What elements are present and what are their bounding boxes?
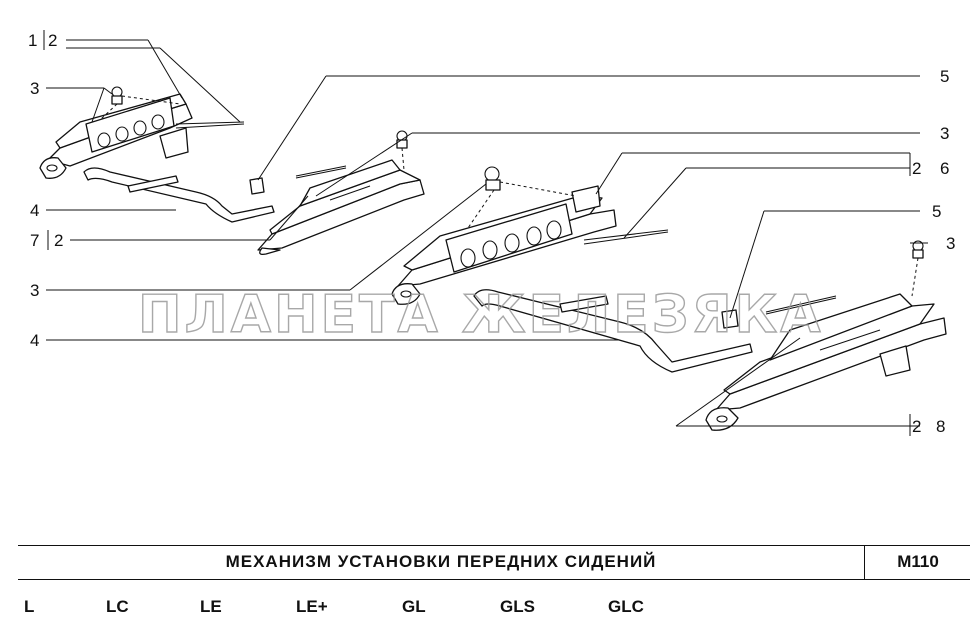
rail-assembly-middle-left [249, 130, 425, 256]
callout-3-top-right: 3 [940, 124, 949, 143]
rail-assembly-centre [391, 166, 669, 305]
bent-rod-centre [473, 289, 753, 373]
callout-8: 8 [936, 417, 945, 436]
leader-lines [43, 30, 928, 436]
bent-rod-left [83, 167, 275, 223]
trim-level-l: L [24, 597, 35, 616]
callout-2-upper-right: 2 [912, 159, 921, 178]
callout-2-lower-right: 2 [912, 417, 921, 436]
callout-4-left: 4 [30, 201, 39, 220]
callout-1: 1 [28, 31, 37, 50]
callout-3-centre-left: 3 [30, 281, 39, 300]
callout-labels: 1 2 3 5 3 2 6 4 7 2 5 3 3 4 2 8 [28, 31, 955, 436]
trim-level-gl: GL [402, 597, 426, 616]
trim-level-le: LE [200, 597, 222, 616]
callout-5-right: 5 [932, 202, 941, 221]
trim-level-le-plus: LE+ [296, 597, 328, 616]
exploded-parts-diagram: ПЛАНЕТА ЖЕЛЕЗЯКА 1 2 [28, 30, 955, 436]
trim-level-lc: LC [106, 597, 129, 616]
trim-level-glc: GLC [608, 597, 644, 616]
callout-6: 6 [940, 159, 949, 178]
watermark-text: ПЛАНЕТА ЖЕЛЕЗЯКА [138, 285, 823, 345]
rail-assembly-left [39, 86, 245, 179]
trim-level-gls: GLS [500, 597, 535, 616]
rail-assembly-right [705, 240, 947, 431]
callout-2-top-left: 2 [48, 31, 57, 50]
title-separator [864, 546, 865, 579]
diagram-code: M110 [897, 552, 939, 571]
callout-3-right: 3 [946, 234, 955, 253]
callout-7: 7 [30, 231, 39, 250]
callout-4-centre-left: 4 [30, 331, 39, 350]
callout-3-top-left: 3 [30, 79, 39, 98]
title-bar: МЕХАНИЗМ УСТАНОВКИ ПЕРЕДНИХ СИДЕНИЙ M110 [18, 545, 970, 580]
callout-2-left: 2 [54, 231, 63, 250]
callout-5-top: 5 [940, 67, 949, 86]
diagram-title: МЕХАНИЗМ УСТАНОВКИ ПЕРЕДНИХ СИДЕНИЙ [225, 552, 657, 571]
